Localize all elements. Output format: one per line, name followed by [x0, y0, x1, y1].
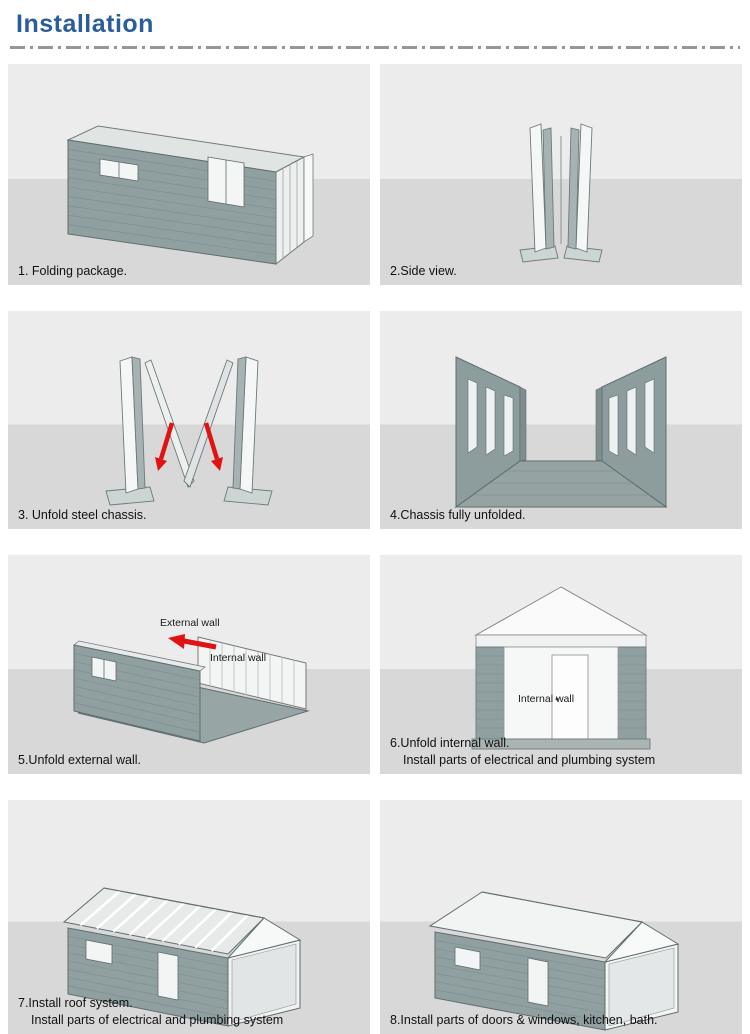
side-view-illustration	[519, 123, 603, 263]
step-caption-4: 4.Chassis fully unfolded.	[390, 507, 526, 524]
base-platforms	[105, 486, 273, 506]
caption-line-1: 1. Folding package.	[18, 264, 128, 279]
caption-line-1: 7.Install roof system.	[18, 996, 133, 1011]
external-wall-label: External wall	[160, 617, 220, 629]
right-external-wall	[617, 646, 647, 740]
left-external-wall	[475, 646, 505, 740]
front-wall	[434, 931, 606, 1031]
front-wall	[67, 927, 229, 1027]
caption-line-1: 2.Side view.	[390, 264, 457, 279]
external-wall	[73, 640, 206, 742]
gable-end	[226, 917, 302, 959]
step-panel-8: 8.Install parts of doors & windows, kitc…	[380, 800, 742, 1034]
step-panel-6: Internal wall 6.Unfold internal wall. In…	[380, 555, 742, 774]
red-arrow-icon	[168, 634, 217, 650]
step-panel-4: 4.Chassis fully unfolded.	[380, 311, 742, 529]
small-window	[454, 946, 481, 971]
unfold-internal-wall-illustration	[471, 586, 651, 750]
step-caption-2: 2.Side view.	[390, 263, 457, 280]
floor	[454, 460, 668, 508]
caption-line-1: 5.Unfold external wall.	[18, 753, 141, 768]
right-wall	[595, 356, 667, 508]
red-arrow-right-icon	[203, 422, 223, 471]
chassis-unfolded-illustration	[454, 356, 668, 508]
caption-line-2: Install parts of electrical and plumbing…	[403, 753, 656, 768]
internal-wall-label: Internal wall	[210, 652, 267, 664]
finished-house-illustration	[428, 891, 680, 1031]
package-box	[66, 125, 314, 266]
page-title: Installation	[16, 10, 154, 38]
tall-window	[527, 957, 549, 1007]
door-opening	[551, 654, 589, 740]
unfold-chassis-illustration	[105, 356, 273, 506]
step-caption-1: 1. Folding package.	[18, 263, 127, 280]
base-floor	[471, 738, 651, 750]
right-wall	[232, 356, 259, 494]
folded-wall-pair-right	[567, 123, 593, 253]
step-panel-2: 2.Side view.	[380, 64, 742, 285]
unfold-external-wall-illustration	[73, 634, 310, 744]
open-end-section	[604, 943, 679, 1031]
step-panel-3: 3. Unfold steel chassis.	[8, 311, 370, 529]
step-caption-6: 6.Unfold internal wall. Install parts of…	[390, 735, 655, 769]
step-caption-3: 3. Unfold steel chassis.	[18, 507, 147, 524]
large-window	[207, 156, 245, 208]
open-end-section	[227, 939, 301, 1027]
red-arrow-left-icon	[155, 422, 175, 471]
install-roof-illustration	[62, 887, 302, 1027]
step-panel-5: External wall Internal wall 5.Unfold ext…	[8, 555, 370, 774]
step-panel-1: 1. Folding package.	[8, 64, 370, 285]
gable-roof-outline	[474, 586, 648, 648]
left-wall	[455, 356, 527, 508]
step-panel-7: 7.Install roof system. Install parts of …	[8, 800, 370, 1034]
small-window	[85, 939, 113, 965]
small-window	[99, 158, 139, 182]
tall-window	[157, 951, 179, 1001]
caption-line-1: 6.Unfold internal wall.	[390, 736, 510, 751]
door-handle	[555, 697, 559, 701]
internal-wall-label: Internal wall	[518, 693, 575, 705]
gable-end	[603, 921, 680, 963]
folded-wall-pair-left	[529, 123, 555, 253]
caption-line-1: 3. Unfold steel chassis.	[18, 508, 147, 523]
caption-line-1: 4.Chassis fully unfolded.	[390, 508, 526, 523]
base-platforms	[519, 245, 603, 263]
roof	[428, 891, 644, 959]
roof-rafters	[62, 887, 266, 955]
caption-line-1: 8.Install parts of doors & windows, kitc…	[390, 1013, 658, 1028]
left-wall	[119, 356, 146, 494]
step-caption-8: 8.Install parts of doors & windows, kitc…	[390, 1012, 658, 1029]
internal-wall-face	[503, 646, 619, 740]
step-caption-7: 7.Install roof system. Install parts of …	[18, 995, 283, 1029]
caption-line-2: Install parts of electrical and plumbing…	[31, 1013, 284, 1028]
steps-grid: 1. Folding package.	[8, 64, 742, 1034]
folding-package-illustration	[66, 125, 314, 266]
folded-end-panels	[275, 153, 314, 266]
internal-wall-panels	[197, 636, 307, 710]
step-caption-5: 5.Unfold external wall.	[18, 752, 141, 769]
title-divider	[10, 46, 740, 49]
